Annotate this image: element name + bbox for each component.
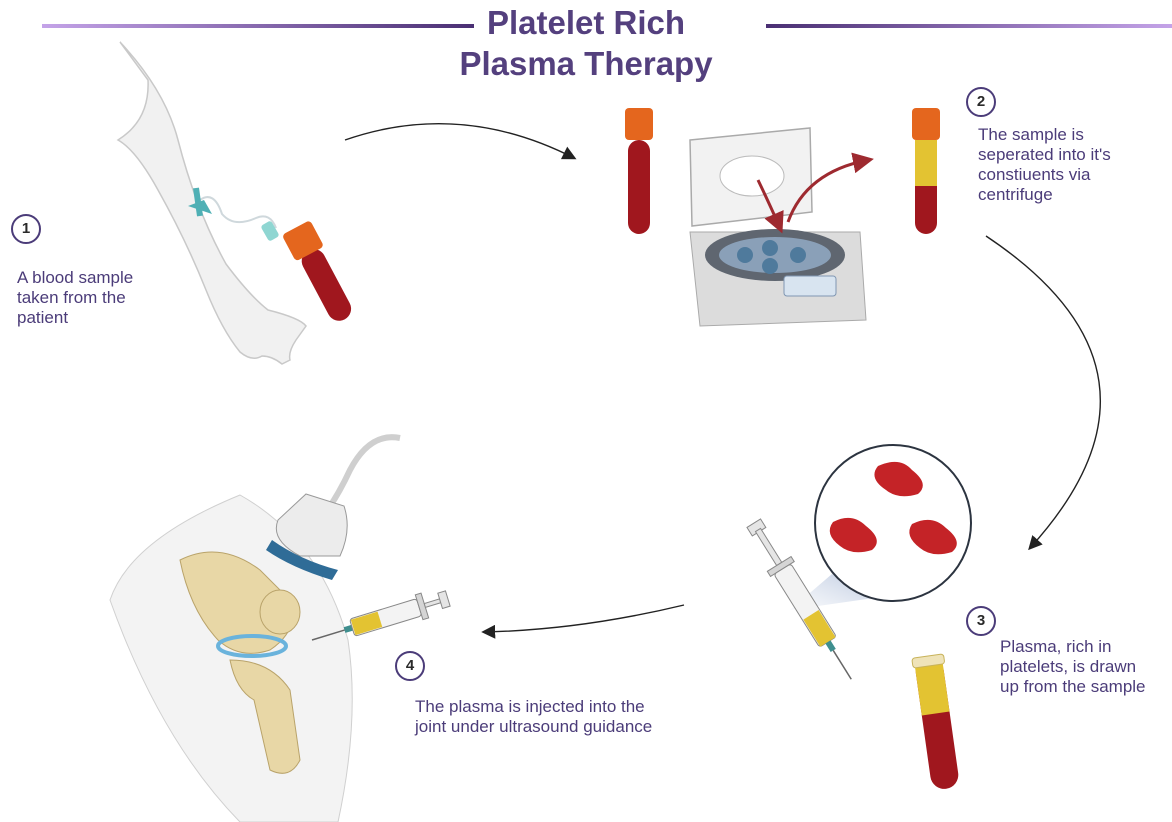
step-2-text: The sample is seperated into it's consti… [978, 125, 1111, 205]
flow-arrow-2-to-3 [986, 236, 1100, 548]
step-4-text: The plasma is injected into the joint un… [415, 697, 652, 737]
page-title-line-2: Plasma Therapy [0, 44, 1172, 84]
blood-tube-icon [625, 108, 653, 234]
step-3-number: 3 [966, 606, 996, 636]
separated-tube-icon [912, 108, 940, 234]
centrifuge-icon [690, 128, 868, 326]
step-1-number: 1 [11, 214, 41, 244]
step-3-text: Plasma, rich in platelets, is drawn up f… [1000, 637, 1146, 697]
step-4-number: 4 [395, 651, 425, 681]
platelet-cells-icon [815, 445, 971, 601]
page-title-line-1: Platelet Rich [0, 3, 1172, 43]
patient-blood-tube-icon [282, 220, 359, 327]
plasma-tube-icon [912, 654, 962, 791]
ultrasound-probe-icon [266, 437, 400, 580]
flow-arrow-1-to-2 [345, 124, 574, 158]
arm-with-iv-icon [118, 42, 306, 364]
step-1-text: A blood sample taken from the patient [17, 268, 133, 328]
flow-arrow-3-to-4 [484, 605, 684, 632]
step-2-number: 2 [966, 87, 996, 117]
